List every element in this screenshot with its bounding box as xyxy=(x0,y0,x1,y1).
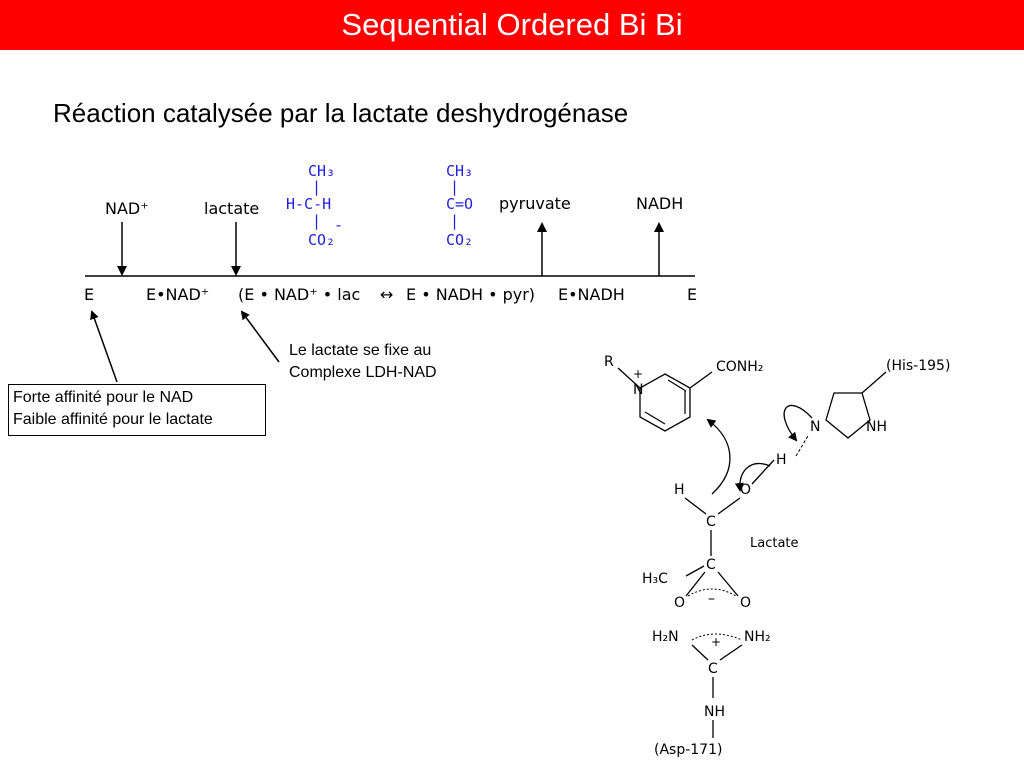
svg-text:CH₃: CH₃ xyxy=(446,162,473,180)
state-e-nadh: E•NADH xyxy=(558,285,625,304)
svg-text:(Asp-171): (Asp-171) xyxy=(654,742,722,758)
svg-text:NH: NH xyxy=(866,419,887,435)
svg-text:-: - xyxy=(334,216,343,234)
affinity-note: Forte affinité pour le NAD Faible affini… xyxy=(8,384,266,436)
nadh-label: NADH xyxy=(636,194,683,213)
svg-text:CH₃: CH₃ xyxy=(308,162,335,180)
svg-text:CONH₂: CONH₂ xyxy=(716,359,763,375)
svg-text:N: N xyxy=(810,419,820,435)
pyridinium-ring xyxy=(639,373,691,432)
affinity-note-pointer xyxy=(90,310,118,383)
svg-text:O: O xyxy=(740,595,751,611)
imidazole-ring xyxy=(825,392,871,439)
svg-text:H₃C: H₃C xyxy=(642,571,668,587)
svg-text:(His-195): (His-195) xyxy=(886,358,950,374)
state-ternary-nad-lac: (E • NAD⁺ • lac xyxy=(238,285,360,304)
svg-text:R: R xyxy=(604,354,614,370)
svg-text:|: | xyxy=(312,212,321,230)
pyruvate-label: pyruvate xyxy=(499,194,571,213)
lactate-note-pointer xyxy=(240,310,280,363)
svg-text:N: N xyxy=(633,382,643,398)
svg-text:|: | xyxy=(312,178,321,196)
svg-text:NH: NH xyxy=(704,704,725,720)
pyruvate-structure: CH₃ | C=O | CO₂ xyxy=(446,162,473,249)
svg-text:CO₂: CO₂ xyxy=(308,231,335,249)
svg-text:|: | xyxy=(450,178,459,196)
svg-text:C: C xyxy=(706,514,716,530)
svg-text:C=O: C=O xyxy=(446,195,473,213)
lactate-label: lactate xyxy=(204,199,259,218)
state-e-nad: E•NAD⁺ xyxy=(146,285,209,304)
cleland-scheme: NAD⁺ lactate pyruvate NADH E E•NAD⁺ (E •… xyxy=(84,194,697,304)
svg-text:–: – xyxy=(708,591,715,607)
mechanism-diagram: R + N CONH₂ (His-195) N NH H H O C Lacta… xyxy=(604,354,950,758)
svg-text:O: O xyxy=(740,482,751,498)
svg-text:|: | xyxy=(450,212,459,230)
svg-text:H: H xyxy=(776,452,787,468)
state-e: E xyxy=(84,285,94,304)
state-ternary-nadh-pyr: E • NADH • pyr) xyxy=(406,285,535,304)
svg-text:+: + xyxy=(711,635,721,649)
lactate-structure: CH₃ | H-C-H - | CO₂ xyxy=(286,162,343,249)
svg-text:NH₂: NH₂ xyxy=(744,629,771,645)
oh-bond-arrow xyxy=(734,462,771,492)
slide-title: Sequential Ordered Bi Bi xyxy=(341,7,683,42)
svg-text:H-C-H: H-C-H xyxy=(286,195,331,213)
hydride-transfer-arrow xyxy=(706,418,731,495)
nad-plus-label: NAD⁺ xyxy=(105,199,149,218)
svg-text:O: O xyxy=(674,595,685,611)
slide-subtitle: Réaction catalysée par la lactate deshyd… xyxy=(53,98,629,128)
svg-text:H₂N: H₂N xyxy=(652,629,679,645)
svg-text:H: H xyxy=(674,482,685,498)
svg-text:Lactate: Lactate xyxy=(750,536,799,551)
equilibrium-arrow: ↔ xyxy=(380,285,393,304)
state-e-final: E xyxy=(687,285,697,304)
lactate-binding-note: Le lactate se fixe au Complexe LDH-NAD xyxy=(289,342,437,381)
title-bar: Sequential Ordered Bi Bi xyxy=(0,0,1024,50)
svg-text:CO₂: CO₂ xyxy=(446,231,473,249)
proton-transfer-arrow xyxy=(783,404,813,442)
svg-text:C: C xyxy=(706,557,716,573)
svg-text:+: + xyxy=(633,367,643,381)
svg-text:C: C xyxy=(708,661,718,677)
